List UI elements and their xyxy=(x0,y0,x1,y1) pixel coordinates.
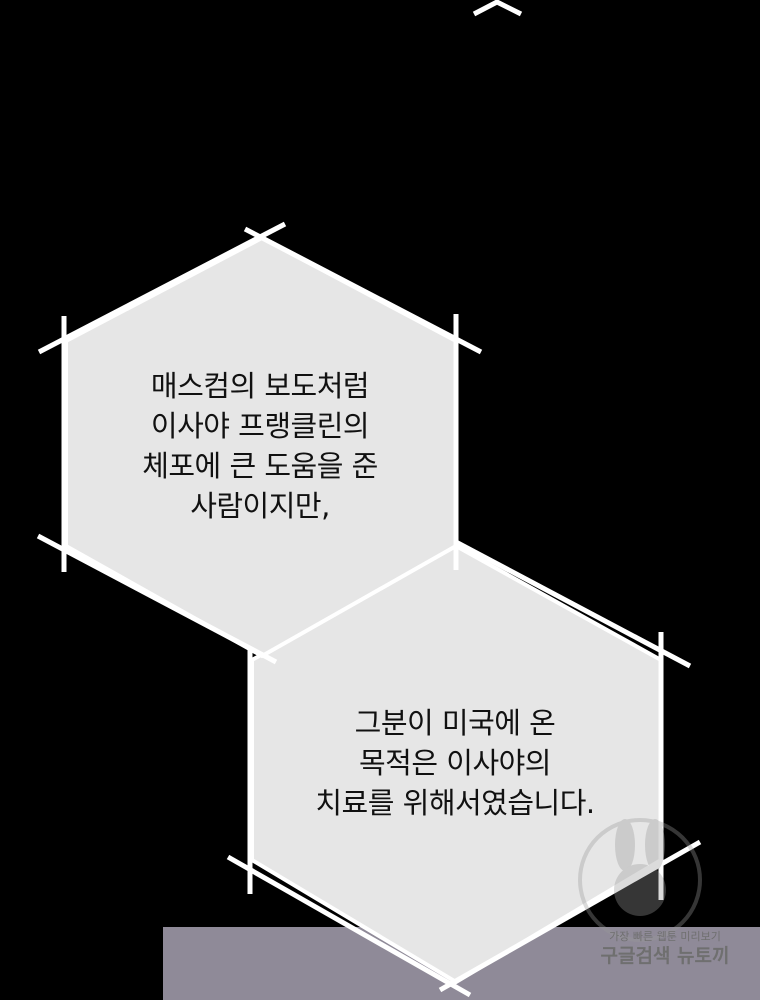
bubble-1-text: 매스컴의 보도처럼 이사야 프랭클린의 체포에 큰 도움을 준 사람이지만, xyxy=(95,366,425,526)
bubble-2-line: 그분이 미국에 온 xyxy=(354,706,556,740)
speech-bubble-1 xyxy=(36,221,483,665)
watermark: 가장 빠른 웹툰 미리보기 구글검색 뉴토끼 xyxy=(580,930,750,968)
bubble-1-line: 이사야 프랭클린의 xyxy=(150,409,370,443)
bubble-2-line: 목적은 이사야의 xyxy=(359,746,551,780)
top-chevron xyxy=(472,0,523,17)
watermark-tagline: 가장 빠른 웹툰 미리보기 xyxy=(609,930,721,943)
speech-bubble-2 xyxy=(226,529,702,998)
bubble-1-line: 매스컴의 보도처럼 xyxy=(150,369,370,403)
rabbit-logo-icon xyxy=(578,818,702,942)
bubble-1-line: 체포에 큰 도움을 준 xyxy=(142,449,378,483)
watermark-site-name: 구글검색 뉴토끼 xyxy=(600,945,730,967)
bubble-2-line: 치료를 위해서였습니다. xyxy=(315,786,595,820)
bubble-1-line: 사람이지만, xyxy=(190,489,330,523)
bubble-2-text: 그분이 미국에 온 목적은 이사야의 치료를 위해서였습니다. xyxy=(275,703,635,823)
